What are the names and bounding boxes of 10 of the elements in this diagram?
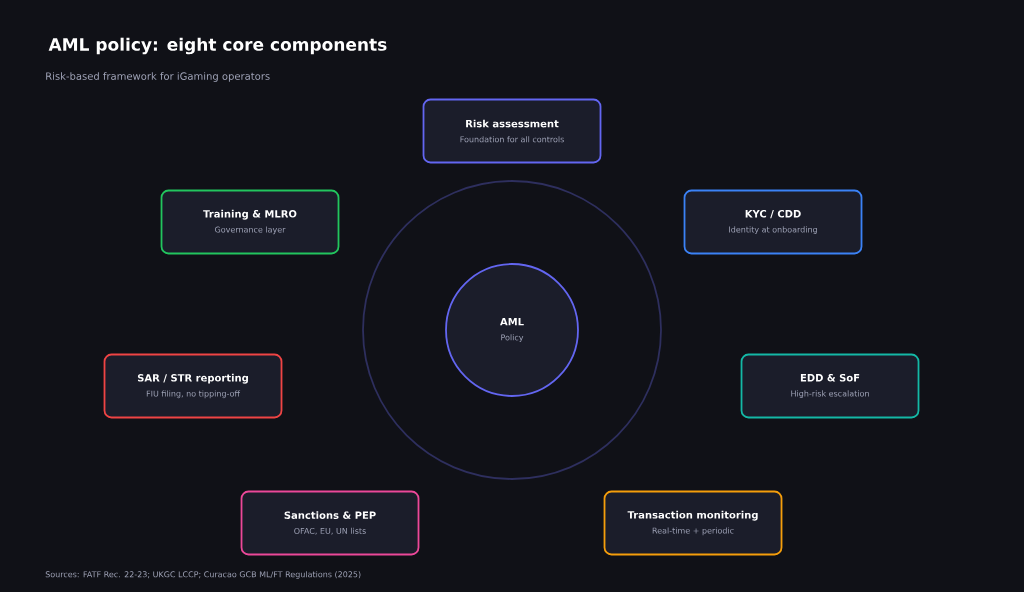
component-box: Training & MLRO Governance layer bbox=[160, 189, 340, 255]
component-box: SAR / STR reporting FIU filing, no tipping-off bbox=[103, 353, 283, 419]
title: AML policy: eight core components bbox=[48, 37, 387, 55]
component-box: EDD & SoF High-risk escalation bbox=[740, 353, 920, 419]
subtitle: Risk-based framework for iGaming operators bbox=[46, 72, 270, 82]
component-box: Transaction monitoring Real-time + periodic bbox=[603, 490, 783, 556]
component-box: KYC / CDD Identity at onboarding bbox=[683, 189, 863, 255]
component-box: Risk assessment Foundation for all controls bbox=[422, 98, 602, 164]
source-note: Sources: FATF Rec. 22-23; UKGC LCCP; Curacao GCB ML/FT Regulations (2025) bbox=[45, 571, 361, 579]
component-box: Sanctions & PEP OFAC, EU, UN lists bbox=[240, 490, 420, 556]
